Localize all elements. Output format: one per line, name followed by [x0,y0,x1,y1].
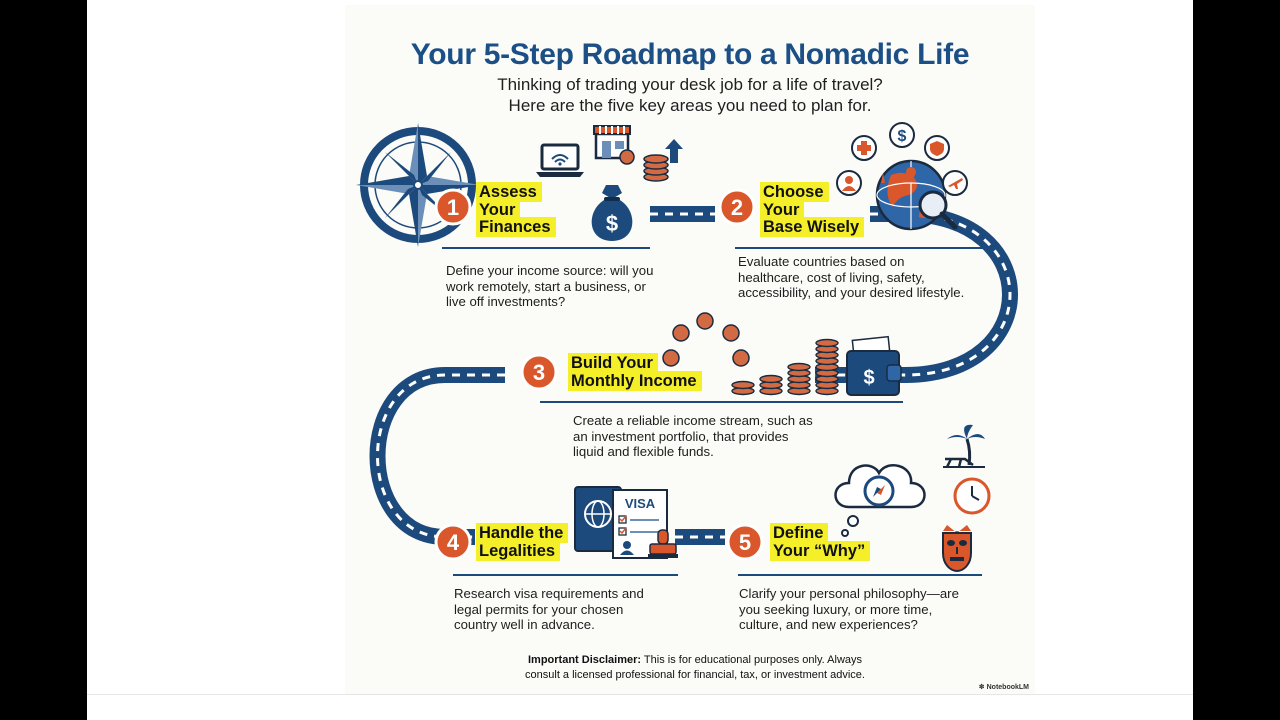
step-3-desc-line-2: an investment portfolio, that provides [573,428,789,444]
step-3-desc-line-3: liquid and flexible funds. [573,444,714,459]
compass-icon [356,123,480,247]
step-5-title-line-1: Define [770,523,829,543]
mask-icon [942,525,972,573]
step-3-badge: 3 [520,353,558,391]
dollar-circle-icon: $ [889,122,915,148]
step-5-badge: 5 [726,523,764,561]
step-1-desc-line-3: live off investments? [446,294,566,309]
step-3-title-line-1: Build Your [568,353,658,373]
step-4-number: 4 [447,530,460,555]
step-2-badge: 2 [718,188,756,226]
medical-cross-icon [851,135,877,161]
page-title: Your 5-Step Roadmap to a Nomadic Life [410,38,970,71]
thought-cloud-icon [834,464,926,537]
step-1-title-line-3: Finances [476,217,556,237]
step-2-title-line-3: Base Wisely [760,217,865,237]
step-5-title-line-2: Your “Why” [770,540,871,561]
disclaimer-bold: Important Disclaimer: [527,654,642,666]
stamp-icon [648,529,678,558]
step-4-desc-line-1: Research visa requirements and [454,586,644,601]
step-4-title-line-2: Legalities [476,540,561,561]
step-5-number: 5 [739,530,751,555]
step-5-title: Define Your “Why” [770,523,871,561]
step-2-title: Choose Your Base Wisely [760,182,865,237]
subtitle-line-1: Thinking of trading your desk job for a … [497,75,883,94]
page-frame: $ $ [87,0,1193,720]
brand-label: NotebookLM [986,684,1029,691]
step-2-desc-line-1: Evaluate countries based on [738,254,905,269]
road [369,206,1018,545]
wallet-icon: $ [846,335,902,396]
step-3-title: Build Your Monthly Income [568,353,702,391]
coin-stacks-icon [731,338,839,396]
disclaimer-line-1: Important Disclaimer: This is for educat… [505,653,885,668]
infographic: $ $ [345,5,1035,694]
money-bag-icon: $ [591,185,633,241]
disclaimer-line-1-rest: This is for educational purposes only. A… [641,654,863,666]
disclaimer-line-2: consult a licensed professional for fina… [525,669,865,681]
bottom-divider [87,694,1193,695]
step-2-title-line-2: Your [760,199,805,220]
wallet-symbol: $ [863,367,874,389]
step-3-desc-line-1: Create a reliable income stream, such as [573,413,813,428]
shield-icon [924,135,950,161]
step-3-number: 3 [533,360,545,385]
clock-icon [953,477,991,515]
palm-beach-icon [943,424,985,468]
step-4-description: Research visa requirements and legal per… [454,586,644,633]
step-2-description: Evaluate countries based on healthcare, … [738,254,964,301]
step-4-title-line-1: Handle the [476,523,569,543]
step-1-badge: 1 [434,188,472,226]
step-1-description: Define your income source: will you work… [446,263,653,310]
step-1-desc-line-2: work remotely, start a business, or [446,278,646,294]
subtitle-line-2: Here are the five key areas you need to … [508,96,872,115]
step-2-number: 2 [731,195,743,220]
step-1-number: 1 [447,195,459,220]
coins-growth-icon [643,139,683,182]
step-2-title-line-1: Choose [760,182,829,202]
step-3-description: Create a reliable income stream, such as… [573,413,813,460]
step-number-badges: 1 2 3 4 5 [434,188,764,561]
step-4-desc-line-3: country well in advance. [454,617,595,632]
laptop-icon [536,143,584,177]
step-4-desc-line-2: legal permits for your chosen [454,601,624,617]
step-5-desc-line-3: culture, and new experiences? [739,617,918,632]
step-4-badge: 4 [434,523,472,561]
globe-search-icon [875,159,958,231]
step-5-desc-line-1: Clarify your personal philosophy—are [739,586,959,601]
brand-watermark: ✽ NotebookLM [979,683,1029,691]
step-2-desc-line-2: healthcare, cost of living, safety, [738,269,925,285]
step-4-title: Handle the Legalities [476,523,569,561]
step-1-title-line-2: Your [476,199,521,220]
brand-icon: ✽ [978,684,987,691]
section-lines [442,247,985,576]
step-3-title-line-2: Monthly Income [568,370,702,391]
step-5-description: Clarify your personal philosophy—are you… [739,586,959,633]
person-location-icon [836,170,862,196]
step-1-title-line-1: Assess [476,182,542,202]
step-2-desc-line-3: accessibility, and your desired lifestyl… [738,285,965,300]
visa-label: VISA [625,496,656,511]
illustration-layer: $ $ [356,122,1018,576]
step-1-title: Assess Your Finances [476,182,556,237]
step-1-desc-line-1: Define your income source: will you [446,263,654,278]
storefront-icon [593,125,635,165]
step-5-desc-line-2: you seeking luxury, or more time, [739,601,933,617]
airplane-icon [942,170,968,196]
svg-text:$: $ [898,128,907,145]
coin-arc-icon [662,312,750,367]
money-bag-symbol: $ [606,211,618,236]
disclaimer: Important Disclaimer: This is for educat… [505,653,885,683]
